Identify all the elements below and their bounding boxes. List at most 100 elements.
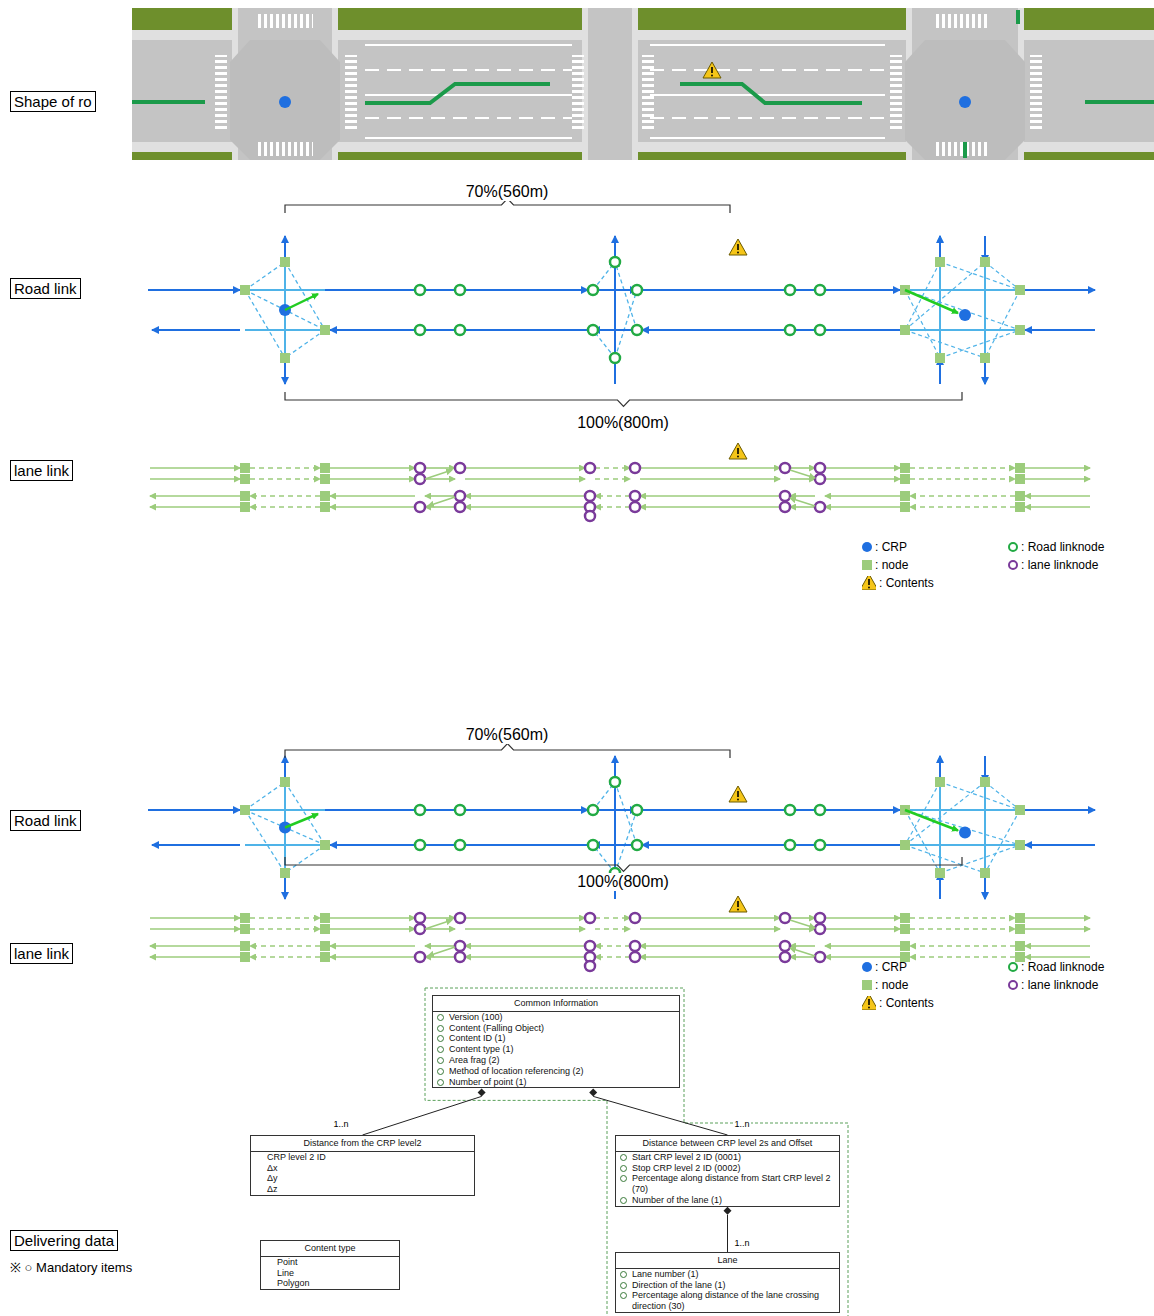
link-line bbox=[905, 809, 1020, 811]
linknode-ring bbox=[415, 463, 425, 473]
association-line bbox=[593, 1096, 727, 1135]
lane-line bbox=[465, 467, 585, 469]
attribute-text: Percentage along distance from Start CRP… bbox=[616, 1173, 839, 1195]
legend-entry: : node bbox=[862, 978, 908, 992]
linknode-ring bbox=[415, 805, 425, 815]
lane-line bbox=[790, 495, 815, 497]
linknode-ring bbox=[785, 325, 795, 335]
attribute-text: Δy bbox=[267, 1173, 278, 1183]
attribute-text: Version (100) bbox=[433, 1012, 679, 1023]
lane-line bbox=[790, 956, 815, 958]
linknode-ring bbox=[585, 463, 595, 473]
link-line bbox=[245, 844, 325, 846]
mandatory-mark bbox=[620, 1271, 627, 1278]
lane-line bbox=[825, 917, 900, 919]
link-line bbox=[642, 844, 900, 846]
node-square bbox=[320, 913, 330, 923]
lane-line bbox=[425, 928, 455, 930]
lane-line bbox=[1025, 467, 1090, 469]
lane-line bbox=[425, 506, 455, 508]
multiplicity-label: 1..n bbox=[333, 1119, 350, 1129]
linknode-ring bbox=[455, 941, 465, 951]
lane-line bbox=[595, 506, 630, 508]
node-square bbox=[280, 257, 290, 267]
link-line bbox=[152, 844, 240, 846]
attribute-text: Start CRP level 2 ID (0001) bbox=[616, 1152, 839, 1163]
linknode-ring bbox=[588, 325, 598, 335]
lane-line bbox=[428, 497, 455, 506]
attribute-text: Content (Falling Object) bbox=[449, 1023, 544, 1033]
legend-swatch bbox=[862, 542, 872, 552]
lane-line bbox=[910, 478, 1015, 480]
warning-mark bbox=[737, 791, 739, 797]
node-square bbox=[1015, 502, 1025, 512]
lane-line bbox=[150, 467, 240, 469]
attribute-text: Lane number (1) bbox=[616, 1269, 839, 1280]
linknode-ring bbox=[415, 325, 425, 335]
node-square bbox=[1015, 941, 1025, 951]
legend-entry: : lane linknode bbox=[1008, 558, 1098, 572]
lane-line bbox=[250, 495, 320, 497]
node-square bbox=[320, 474, 330, 484]
route-line bbox=[1016, 10, 1020, 24]
linknode-ring bbox=[630, 952, 640, 962]
node-square bbox=[900, 463, 910, 473]
legend-text: : CRP bbox=[875, 540, 907, 554]
node-square bbox=[320, 325, 330, 335]
mandatory-mark bbox=[437, 1068, 444, 1075]
attribute-text: Stop CRP level 2 ID (0002) bbox=[616, 1163, 839, 1174]
attribute-text: Area frag (2) bbox=[449, 1055, 500, 1065]
box-label: lane link bbox=[14, 945, 69, 962]
link-line bbox=[1025, 809, 1095, 811]
lane-line bbox=[595, 956, 630, 958]
lane-line bbox=[425, 495, 455, 497]
link-line bbox=[245, 290, 285, 358]
lane-line bbox=[910, 928, 1015, 930]
linknode-ring bbox=[815, 840, 825, 850]
node-square bbox=[900, 941, 910, 951]
linknode-ring bbox=[785, 805, 795, 815]
lane-line bbox=[595, 467, 630, 469]
link-line bbox=[905, 290, 958, 313]
legend-text: : lane linknode bbox=[1021, 978, 1098, 992]
lane-marking bbox=[365, 44, 572, 46]
linknode-ring bbox=[585, 941, 595, 951]
warning-icon bbox=[729, 239, 747, 255]
lane-line bbox=[790, 945, 815, 947]
linknode-ring bbox=[630, 941, 640, 951]
legend-entry: : Contents bbox=[862, 576, 934, 590]
legend-swatch bbox=[1008, 542, 1018, 552]
node-square bbox=[1015, 805, 1025, 815]
node-square bbox=[320, 924, 330, 934]
crp-dot bbox=[279, 96, 291, 108]
warning-mark bbox=[737, 901, 739, 907]
attribute-text: Point bbox=[261, 1257, 399, 1268]
node-square bbox=[900, 325, 910, 335]
lane-line bbox=[1025, 956, 1090, 958]
legend-swatch bbox=[1008, 962, 1018, 972]
legend-icon bbox=[862, 576, 876, 590]
link-line bbox=[593, 329, 637, 331]
attribute-text: Content ID (1) bbox=[449, 1033, 506, 1043]
linknode-ring bbox=[815, 463, 825, 473]
lane-line bbox=[425, 478, 455, 480]
mandatory-mark bbox=[437, 1025, 444, 1032]
legend-entry: : Road linknode bbox=[1008, 540, 1104, 554]
node-square bbox=[900, 474, 910, 484]
link-line bbox=[285, 330, 325, 358]
lane-line bbox=[150, 495, 240, 497]
linknode-ring bbox=[630, 913, 640, 923]
mandatory-mark bbox=[437, 1046, 444, 1053]
group-outline bbox=[425, 988, 848, 1316]
node-square bbox=[240, 285, 250, 295]
node-square bbox=[280, 353, 290, 363]
link-line bbox=[593, 844, 637, 846]
linknode-ring bbox=[455, 285, 465, 295]
warning-mark bbox=[737, 456, 739, 458]
lane-line bbox=[465, 506, 585, 508]
crp-dot bbox=[959, 827, 971, 839]
legend-text: : Contents bbox=[879, 996, 934, 1010]
link-line bbox=[642, 809, 900, 811]
box-label: Road link bbox=[14, 280, 77, 297]
legend-swatch bbox=[862, 576, 876, 590]
